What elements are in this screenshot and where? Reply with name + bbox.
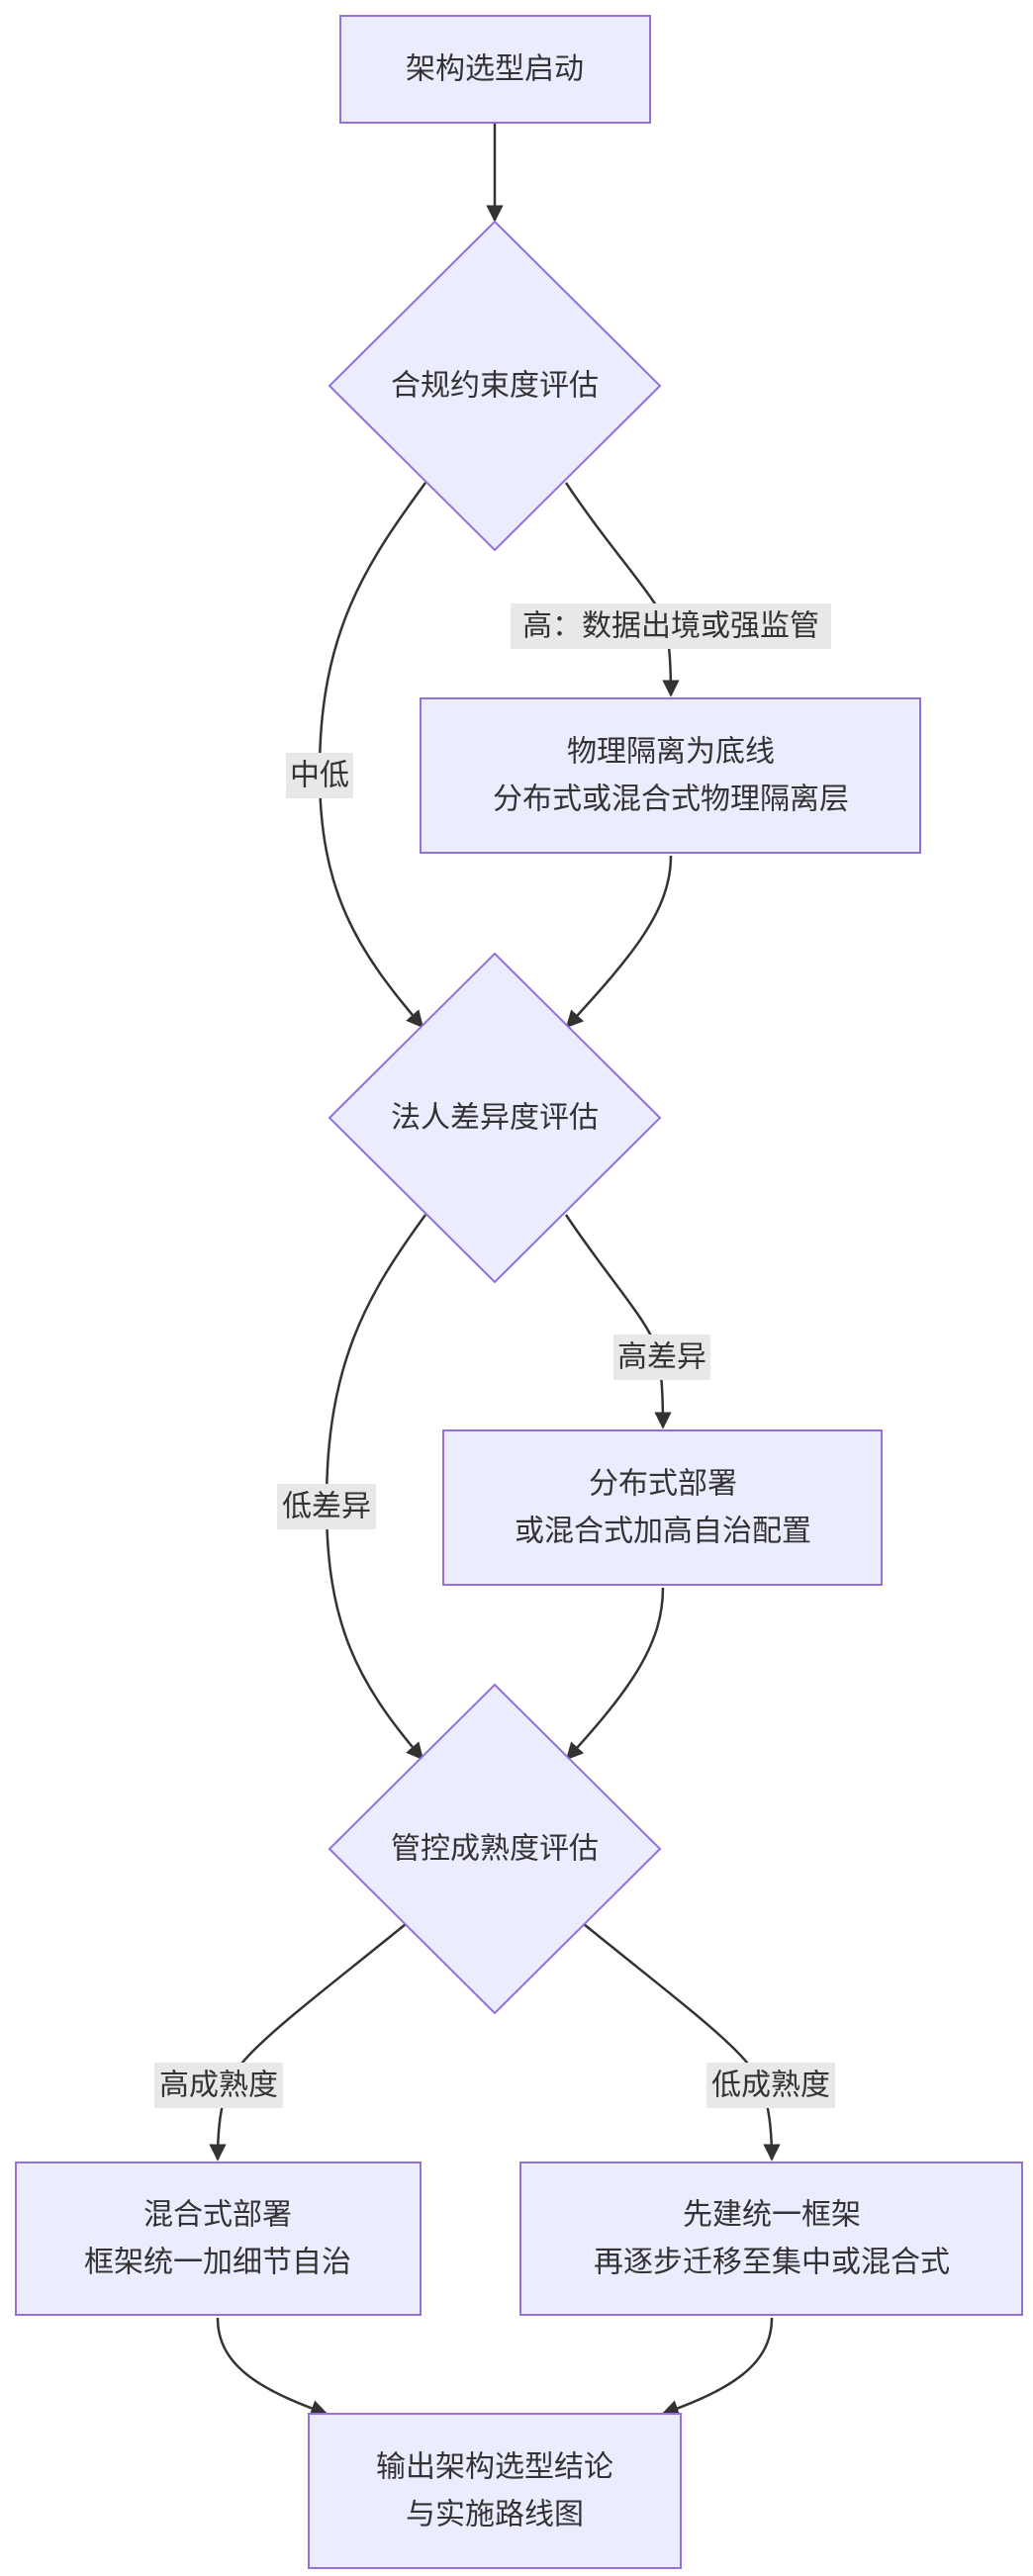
edge-label-compliance-high-text: 高：数据出境或强监管 bbox=[522, 609, 819, 644]
node-maturity-label: 管控成熟度评估 bbox=[391, 1832, 599, 1867]
node-unified-first-line-1: 先建统一框架 bbox=[683, 2198, 861, 2233]
edge-label-maturity-low-text: 低成熟度 bbox=[711, 2069, 830, 2103]
edge-label-compliance-mid-low-text: 中低 bbox=[290, 759, 349, 793]
node-physical-isolation: 物理隔离为底线 分布式或混合式物理隔离层 bbox=[420, 697, 921, 854]
edge-label-maturity-low: 低成熟度 bbox=[706, 2063, 835, 2108]
edge-label-maturity-high: 高成熟度 bbox=[154, 2063, 283, 2108]
edge-label-compliance-high: 高：数据出境或强监管 bbox=[511, 603, 831, 649]
edge-unified-first-to-output bbox=[661, 2317, 774, 2417]
node-isolation-line-2: 分布式或混合式物理隔离层 bbox=[493, 782, 849, 817]
node-maturity-decision: 管控成熟度评估 bbox=[328, 1683, 662, 2015]
edge-distributed-to-maturity bbox=[565, 1587, 665, 1761]
node-hybrid-line-2: 框架统一加细节自治 bbox=[84, 2246, 351, 2280]
node-output-line-1: 输出架构选型结论 bbox=[376, 2450, 613, 2485]
node-distributed-line-1: 分布式部署 bbox=[589, 1467, 737, 1502]
edge-label-legal-high-diff: 高差异 bbox=[613, 1334, 710, 1380]
edge-label-maturity-high-text: 高成熟度 bbox=[159, 2069, 278, 2103]
node-unified-framework-first: 先建统一框架 再逐步迁移至集中或混合式 bbox=[519, 2162, 1023, 2316]
edge-label-legal-low-diff-text: 低差异 bbox=[282, 1490, 371, 1524]
edge-compliance-to-isolation bbox=[564, 482, 680, 697]
edge-maturity-to-hybrid bbox=[209, 1923, 407, 2162]
node-start-label: 架构选型启动 bbox=[406, 52, 584, 87]
edge-label-compliance-mid-low: 中低 bbox=[286, 753, 353, 798]
edge-legal-entity-to-distributed bbox=[564, 1214, 672, 1429]
node-hybrid-deployment: 混合式部署 框架统一加细节自治 bbox=[15, 2162, 422, 2316]
node-compliance-label: 合规约束度评估 bbox=[391, 369, 599, 404]
node-unified-first-line-2: 再逐步迁移至集中或混合式 bbox=[594, 2246, 950, 2280]
node-distributed-deployment: 分布式部署 或混合式加高自治配置 bbox=[442, 1429, 883, 1586]
node-distributed-line-2: 或混合式加高自治配置 bbox=[515, 1515, 811, 1549]
node-legal-entity-label: 法人差异度评估 bbox=[391, 1101, 599, 1136]
node-hybrid-line-1: 混合式部署 bbox=[143, 2198, 292, 2233]
node-legal-entity-decision: 法人差异度评估 bbox=[328, 952, 662, 1284]
edge-hybrid-to-output bbox=[216, 2317, 329, 2417]
node-output-line-2: 与实施路线图 bbox=[406, 2498, 584, 2532]
node-isolation-line-1: 物理隔离为底线 bbox=[567, 735, 775, 770]
node-start: 架构选型启动 bbox=[339, 15, 651, 124]
edge-maturity-to-unified-first bbox=[583, 1923, 781, 2162]
edge-isolation-to-legal-entity bbox=[565, 855, 673, 1029]
edge-label-legal-low-diff: 低差异 bbox=[277, 1484, 376, 1529]
node-output: 输出架构选型结论 与实施路线图 bbox=[308, 2413, 682, 2569]
node-compliance-decision: 合规约束度评估 bbox=[328, 220, 662, 552]
edge-label-legal-high-diff-text: 高差异 bbox=[617, 1340, 706, 1375]
